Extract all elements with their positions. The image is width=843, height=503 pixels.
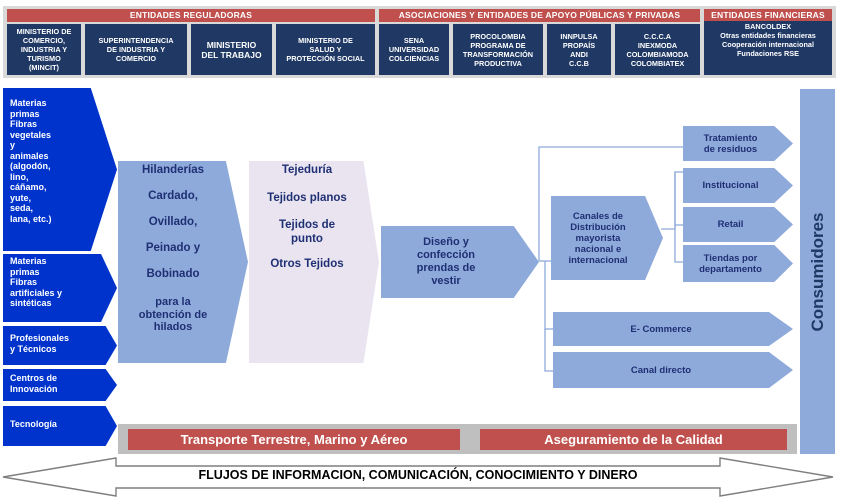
stage-hilanderias-item: para la obtención de hilados	[138, 296, 208, 333]
stage-tejeduria-item: Tejidos planos	[267, 192, 347, 204]
entity-procolombia: PROCOLOMBIA PROGRAMA DE TRANSFORMACIÓN P…	[453, 24, 543, 75]
stage-hilanderias-item: Cardado,	[148, 190, 198, 202]
input-profesionales: Profesionales y Técnicos	[3, 326, 117, 365]
stage-hilanderias-item: Bobinado	[146, 268, 200, 280]
stage-tejeduria-item: Otros Tejidos	[270, 258, 344, 270]
category-financieras: ENTIDADES FINANCIERAS	[704, 9, 832, 22]
output-retail	[683, 207, 793, 242]
flujos-label: FLUJOS DE INFORMACION, COMUNICACIÓN, CON…	[198, 468, 638, 482]
entity-innpulsa: INNPULSA PROPAÍS ANDI C.C.B	[547, 24, 611, 75]
stage-hilanderias-item: Peinado y	[145, 242, 201, 254]
output-tratamiento-residuos	[683, 126, 793, 161]
output-institucional-label: Institucional	[702, 180, 759, 191]
stage-hilanderias-item: Hilanderías	[142, 164, 204, 176]
entity-superintendencia: SUPERINTENDENCIA DE INDUSTRIA Y COMERCIO	[85, 24, 187, 75]
output-tiendas-departamento-label: Tiendas por departamento	[699, 252, 762, 275]
canales-distribucion	[551, 196, 663, 280]
input-materias-sinteticas: Materias primas Fibras artificiales y si…	[3, 254, 117, 322]
canales-distribucion-label: Canales de Distribución mayorista nacion…	[568, 210, 628, 266]
input-tecnologia: Tecnología	[3, 406, 117, 446]
output-canal-directo-label: Canal directo	[630, 364, 692, 376]
output-canal-directo	[553, 352, 793, 388]
output-retail-label: Retail	[717, 219, 744, 230]
input-materias-naturales: Materias primas Fibras vegetales y anima…	[3, 88, 117, 251]
stage-tejeduria-item: Tejeduría	[281, 164, 333, 176]
input-centros-innovacion: Centros de Innovación	[3, 369, 117, 401]
consumidores-bar: Consumidores	[800, 89, 835, 454]
consumidores-label: Consumidores	[807, 211, 827, 332]
category-reguladoras: ENTIDADES REGULADORAS	[7, 9, 375, 22]
entity-ministerio-salud: MINISTERIO DE SALUD Y PROTECCIÓN SOCIAL	[276, 24, 375, 75]
stage-diseno	[381, 226, 539, 298]
entity-ministerio-trabajo: MINISTERIO DEL TRABAJO	[191, 24, 272, 75]
stage-diseno-label: Diseño y confección prendas de vestir	[416, 236, 476, 287]
stage-tejeduria	[249, 161, 379, 363]
entity-mincit: MINISTERIO DE COMERCIO, INDUSTRIA Y TURI…	[7, 24, 81, 75]
output-tiendas-departamento	[683, 245, 793, 282]
entity-sena: SENA UNIVERSIDAD COLCIENCIAS	[379, 24, 449, 75]
output-ecommerce	[553, 312, 793, 346]
stage-hilanderias-item: Ovillado,	[148, 216, 198, 228]
output-institucional	[683, 168, 793, 203]
stage-tejeduria-item: Tejidos de punto	[278, 219, 336, 245]
stage-hilanderias	[118, 161, 248, 363]
entity-financieras: BANCOLDEX Otras entidades financieras Co…	[704, 21, 832, 75]
category-asociaciones: ASOCIACIONES Y ENTIDADES DE APOYO PÚBLIC…	[379, 9, 700, 22]
output-ecommerce-label: E- Commerce	[630, 323, 692, 335]
flujos-double-arrow	[2, 457, 834, 497]
calidad-bar: Aseguramiento de la Calidad	[480, 429, 787, 450]
output-tratamiento-residuos-label: Tratamiento de residuos	[703, 132, 758, 155]
entity-ccca: C.C.C.A INEXMODA COLOMBIAMODA COLOMBIATE…	[615, 24, 700, 75]
transporte-bar: Transporte Terrestre, Marino y Aéreo	[128, 429, 460, 450]
